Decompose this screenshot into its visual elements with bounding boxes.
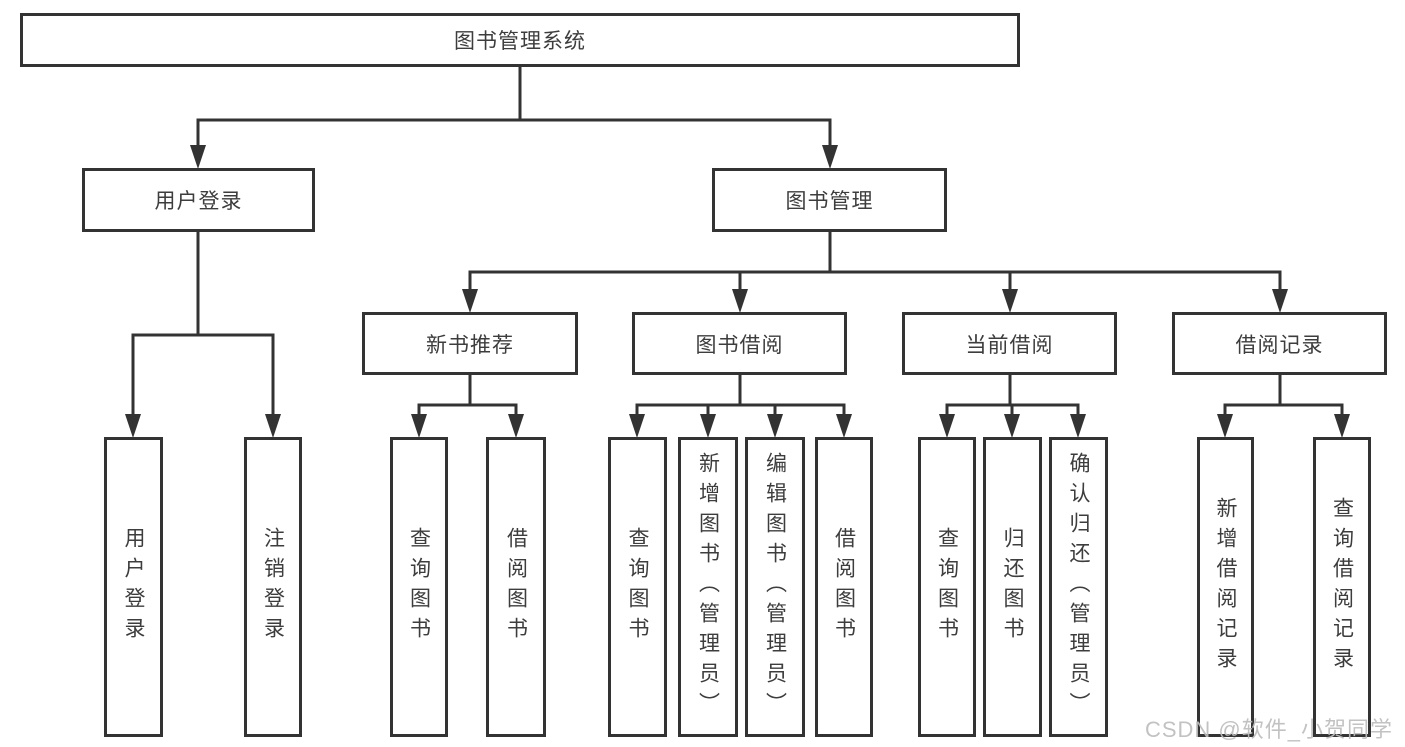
node-library-system: 图书管理系统: [20, 13, 1020, 67]
leaf-query-books-borrow-label: 查询图书: [626, 527, 649, 647]
leaf-query-books-current: 查询图书: [918, 437, 976, 737]
node-book-borrow: 图书借阅: [632, 312, 847, 375]
leaf-borrow-books: 借阅图书: [815, 437, 873, 737]
leaf-add-book-admin: 新增图书（管理员）: [678, 437, 738, 737]
leaf-borrow-books-recommend: 借阅图书: [486, 437, 546, 737]
leaf-return-books: 归还图书: [983, 437, 1042, 737]
leaf-query-books-recommend-label: 查询图书: [407, 527, 431, 647]
node-current-borrow: 当前借阅: [902, 312, 1117, 375]
node-new-book-recommend: 新书推荐: [362, 312, 578, 375]
leaf-query-borrow-record-label: 查询借阅记录: [1330, 497, 1354, 677]
node-user-login: 用户登录: [82, 168, 315, 232]
node-borrow-records: 借阅记录: [1172, 312, 1387, 375]
node-book-management: 图书管理: [712, 168, 947, 232]
leaf-query-books-borrow: 查询图书: [608, 437, 667, 737]
leaf-user-login-label: 用户登录: [122, 527, 145, 647]
leaf-return-books-label: 归还图书: [1001, 527, 1024, 647]
leaf-query-borrow-record: 查询借阅记录: [1313, 437, 1371, 737]
leaf-confirm-return-admin-label: 确认归还（管理员）: [1067, 452, 1090, 722]
watermark: CSDN @软件_小贺同学: [1144, 717, 1393, 742]
leaf-query-books-current-label: 查询图书: [935, 527, 959, 647]
leaf-add-book-admin-label: 新增图书（管理员）: [696, 452, 720, 722]
leaf-borrow-books-label: 借阅图书: [832, 527, 856, 647]
leaf-edit-book-admin-label: 编辑图书（管理员）: [763, 452, 787, 722]
leaf-query-books-recommend: 查询图书: [390, 437, 448, 737]
leaf-logout: 注销登录: [244, 437, 302, 737]
leaf-edit-book-admin: 编辑图书（管理员）: [745, 437, 805, 737]
leaf-add-borrow-record-label: 新增借阅记录: [1214, 497, 1237, 677]
leaf-confirm-return-admin: 确认归还（管理员）: [1049, 437, 1108, 737]
leaf-add-borrow-record: 新增借阅记录: [1197, 437, 1254, 737]
leaf-logout-label: 注销登录: [261, 527, 285, 647]
leaf-borrow-books-recommend-label: 借阅图书: [504, 527, 528, 647]
leaf-user-login: 用户登录: [104, 437, 163, 737]
